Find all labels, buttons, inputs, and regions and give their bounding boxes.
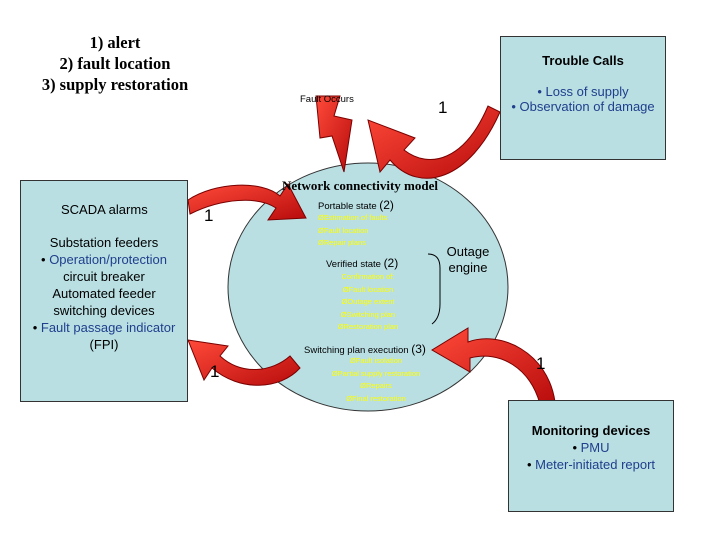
portable-item: ØEstimation of faults bbox=[318, 213, 388, 222]
monitoring-title: Monitoring devices bbox=[531, 423, 651, 438]
process-steps: 1) alert 2) fault location 3) supply res… bbox=[20, 32, 210, 95]
scada-operation-protection: Operation/protection bbox=[49, 252, 167, 267]
monitoring-devices-box: Monitoring devices • PMU • Meter-initiat… bbox=[508, 400, 674, 512]
scada-bullet: • bbox=[32, 320, 41, 335]
portable-state-label: Portable state bbox=[318, 201, 380, 212]
scada-top-arrow bbox=[187, 183, 307, 221]
verified-item: ØFault location bbox=[342, 284, 394, 294]
network-model-title: Network connectivity model bbox=[282, 178, 438, 193]
scada-line: Automated feeder bbox=[52, 286, 156, 301]
outage-engine-bracket bbox=[427, 253, 441, 325]
scada-bottom-arrow bbox=[187, 339, 301, 386]
monitoring-meter-report: Meter-initiated report bbox=[535, 457, 656, 472]
scada-line: switching devices bbox=[53, 303, 155, 318]
scada-line: circuit breaker bbox=[63, 269, 145, 284]
trouble-calls-title: Trouble Calls bbox=[542, 53, 624, 68]
scada-title: SCADA alarms bbox=[61, 202, 148, 217]
fault-lightning-bolt bbox=[315, 95, 353, 173]
scada-line: (FPI) bbox=[89, 337, 119, 352]
portable-state-list: ØEstimation of faults ØFault location ØR… bbox=[318, 212, 387, 250]
switching-item: ØPartial supply restoration bbox=[331, 368, 421, 378]
verified-item: Confirmation of: bbox=[341, 272, 395, 281]
verified-state-num: (2) bbox=[383, 256, 399, 270]
verified-item: ØOutage extent bbox=[341, 297, 395, 306]
verified-state-heading: Verified state (2) bbox=[326, 256, 398, 270]
switching-item: ØRepairs bbox=[360, 381, 392, 390]
trouble-calls-arrow bbox=[367, 105, 501, 179]
monitoring-item: • Meter-initiated report bbox=[509, 456, 673, 473]
step-alert: 1) alert bbox=[89, 33, 141, 52]
step-supply-restoration: 3) supply restoration bbox=[41, 75, 189, 94]
switching-plan-heading: Switching plan execution (3) bbox=[304, 342, 426, 356]
scada-bullet: • bbox=[41, 252, 50, 267]
scada-alarms-box: SCADA alarms Substation feeders • Operat… bbox=[20, 180, 188, 402]
outage-engine-label: Outage engine bbox=[440, 244, 496, 276]
portable-item: ØRepair plans bbox=[318, 238, 366, 247]
verified-item: ØRestoration plan bbox=[337, 322, 399, 331]
switching-plan-label: Switching plan execution bbox=[304, 345, 412, 356]
verified-item: ØSwitching plan bbox=[340, 309, 396, 319]
fault-number: 1 bbox=[438, 98, 448, 117]
outage-engine-line: engine bbox=[448, 260, 488, 275]
scada-bottom-arrow-number: 1 bbox=[210, 362, 220, 381]
trouble-calls-box: Trouble Calls • Loss of supply • Observa… bbox=[500, 36, 666, 160]
scada-line: • Fault passage indicator bbox=[21, 319, 187, 336]
scada-line: • Operation/protection bbox=[21, 251, 187, 268]
monitoring-bullet: • bbox=[572, 440, 581, 455]
scada-top-arrow-number: 1 bbox=[204, 206, 214, 225]
verified-state-list: Confirmation of: ØFault location ØOutage… bbox=[316, 271, 420, 334]
portable-state-heading: Portable state (2) bbox=[318, 198, 394, 212]
switching-plan-list: ØFault isolation ØPartial supply restora… bbox=[316, 355, 436, 405]
switching-item: ØFinal restoration bbox=[346, 393, 406, 403]
step-fault-location: 2) fault location bbox=[59, 54, 171, 73]
fault-occurs-label: Fault Occurs bbox=[300, 94, 354, 105]
switching-plan-num: (3) bbox=[411, 342, 426, 356]
monitoring-arrow-number: 1 bbox=[536, 354, 546, 373]
verified-state-label: Verified state bbox=[326, 259, 384, 270]
scada-line: Substation feeders bbox=[49, 235, 159, 250]
monitoring-arrow bbox=[431, 327, 556, 405]
portable-item: ØFault location bbox=[318, 225, 369, 235]
monitoring-item: • PMU bbox=[509, 439, 673, 456]
portable-state-num: (2) bbox=[379, 198, 394, 212]
scada-fault-passage-indicator: Fault passage indicator bbox=[40, 320, 176, 335]
trouble-calls-item-damage: • Observation of damage bbox=[511, 99, 655, 114]
outage-engine-line: Outage bbox=[446, 244, 490, 259]
switching-item: ØFault isolation bbox=[349, 356, 403, 365]
monitoring-pmu: PMU bbox=[580, 440, 610, 455]
monitoring-bullet: • bbox=[526, 457, 536, 472]
trouble-calls-item-loss: • Loss of supply bbox=[537, 84, 629, 99]
